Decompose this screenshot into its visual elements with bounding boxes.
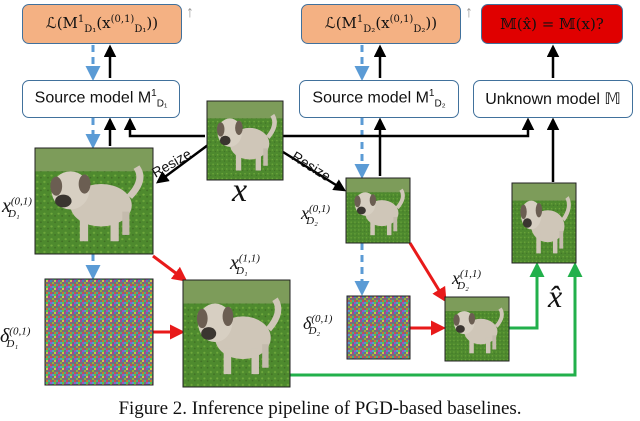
image-delta-d1 bbox=[44, 278, 154, 386]
x11-d2-label: x(1,1)D₂ bbox=[452, 268, 482, 292]
x01-d2-label: x(0,1)D₂ bbox=[301, 203, 331, 227]
resize-arrow-left bbox=[155, 143, 209, 184]
source-model-d2-box: Source model M1D₂ bbox=[299, 80, 459, 118]
source-model-d1-box: Source model M1D₁ bbox=[22, 80, 180, 118]
image-x01-d1 bbox=[35, 148, 153, 254]
black-arrow bbox=[123, 117, 205, 138]
red-arrow bbox=[152, 254, 188, 282]
x01-d1-label: x(0,1)D₁ bbox=[2, 195, 32, 220]
source-model-d1-label: Source model M1D₁ bbox=[34, 88, 168, 110]
resize-arrow-right bbox=[282, 150, 347, 192]
loss-d1-text: ℒ(M1D₁(x(0,1)D₁)) bbox=[45, 13, 159, 35]
loss-box-d2: ℒ(M1D₂(x(0,1)D₂)) bbox=[301, 4, 461, 44]
green-arrow bbox=[290, 262, 583, 377]
image-x01-d2 bbox=[344, 176, 412, 245]
image-xhat bbox=[512, 183, 576, 263]
loss-d2-text: ℒ(M1D₂(x(0,1)D₂)) bbox=[324, 13, 438, 35]
source-model-d2-label: Source model M1D₂ bbox=[312, 88, 446, 110]
figure-caption: Figure 2. Inference pipeline of PGD-base… bbox=[118, 398, 522, 419]
up-arrow-gray-icon: ↑ bbox=[186, 4, 194, 21]
red-arrow bbox=[408, 242, 447, 303]
xhat-label: x̂ bbox=[548, 278, 563, 314]
image-x11-d1 bbox=[183, 280, 290, 387]
verdict-text: 𝕄(x̂) = 𝕄(x)? bbox=[500, 15, 604, 33]
image-delta-d2 bbox=[346, 295, 411, 360]
delta-d1-label: δ(0,1)D₁ bbox=[0, 325, 31, 350]
verdict-box: 𝕄(x̂) = 𝕄(x)? bbox=[481, 4, 623, 44]
up-arrow-gray-icon: ↑ bbox=[465, 4, 473, 21]
image-x11-d2 bbox=[443, 295, 511, 363]
x11-d1-label: x(1,1)D₁ bbox=[230, 252, 260, 277]
loss-box-d1: ℒ(M1D₁(x(0,1)D₁)) bbox=[22, 4, 182, 44]
green-arrow bbox=[509, 262, 545, 330]
image-x bbox=[207, 101, 283, 180]
black-arrow bbox=[283, 117, 535, 138]
unknown-model-label: Unknown model 𝕄 bbox=[485, 91, 621, 108]
delta-d2-label: δ(0,1)D₂ bbox=[303, 313, 333, 337]
x-label: x bbox=[232, 172, 248, 209]
unknown-model-box: Unknown model 𝕄 bbox=[473, 80, 633, 118]
